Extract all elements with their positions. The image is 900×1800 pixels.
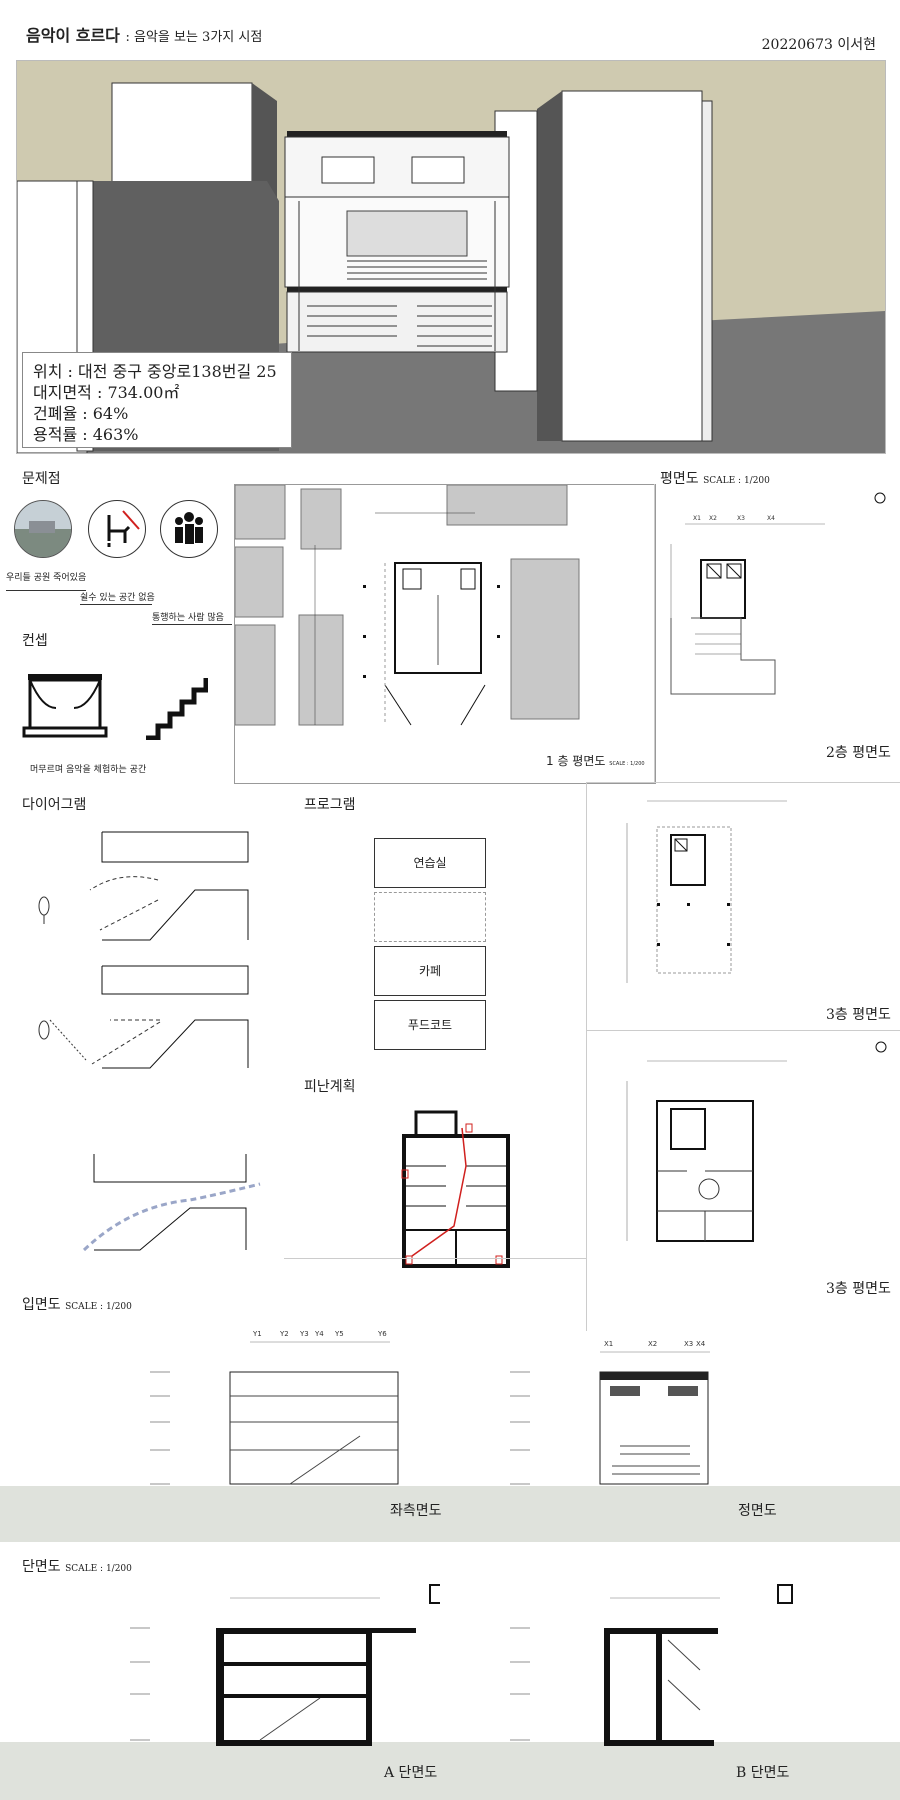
diagram-drawing-3 bbox=[70, 1146, 270, 1270]
axis-left-2: Y2 bbox=[279, 1330, 289, 1338]
problem-divider-3 bbox=[152, 624, 232, 625]
diagram-heading: 다이어그램 bbox=[22, 797, 87, 813]
svg-text:X2: X2 bbox=[709, 515, 717, 522]
program-empty-slot bbox=[374, 892, 486, 942]
left-elevation-label: 좌측면도 bbox=[390, 1503, 442, 1519]
plan-scale: SCALE : 1/200 bbox=[703, 476, 770, 486]
plan-heading: 평면도 SCALE : 1/200 bbox=[660, 468, 770, 488]
svg-text:X1: X1 bbox=[693, 515, 701, 522]
axis-left-3: Y3 bbox=[299, 1330, 309, 1338]
floor1-scale: SCALE : 1/200 bbox=[609, 761, 645, 767]
floor3b-label: 3층 평면도 bbox=[826, 1281, 891, 1297]
elevation-heading: 입면도 SCALE : 1/200 bbox=[22, 1294, 132, 1314]
axis-front-2: X2 bbox=[648, 1340, 657, 1348]
section-heading: 단면도 SCALE : 1/200 bbox=[22, 1556, 132, 1576]
svg-text:X3: X3 bbox=[737, 515, 745, 522]
site-far: 용적률 : 463% bbox=[33, 425, 139, 444]
program-practice-room: 연습실 bbox=[374, 838, 486, 888]
problem-divider-2 bbox=[80, 604, 152, 605]
axis-front-4: X4 bbox=[696, 1340, 706, 1348]
chair-icon bbox=[88, 500, 146, 558]
problem-2: 쉴수 있는 공간 없음 bbox=[80, 593, 155, 603]
concept-heading: 컨셉 bbox=[22, 633, 48, 649]
floor3-plan-a bbox=[586, 771, 900, 1029]
program-cafe: 카페 bbox=[374, 946, 486, 996]
axis-front-1: X1 bbox=[604, 1340, 613, 1348]
section-b-label: B 단면도 bbox=[736, 1765, 790, 1781]
diagram-drawing-2 bbox=[20, 960, 260, 1104]
title-main: 음악이 흐르다 bbox=[26, 26, 120, 45]
floor1-label: 1 층 평면도 SCALE : 1/200 bbox=[546, 752, 645, 769]
title-subtitle: : 음악을 보는 3가지 시점 bbox=[125, 30, 263, 45]
stairs-icon bbox=[144, 676, 209, 744]
problems-heading: 문제점 bbox=[22, 471, 61, 487]
crowd-icon bbox=[160, 500, 218, 558]
section-heading-text: 단면도 bbox=[22, 1559, 61, 1575]
problem-1: 우리들 공원 죽어있음 bbox=[6, 573, 87, 583]
site-info-box: 위치 : 대전 중구 중앙로138번길 25 대지면적 : 734.00㎡ 건폐… bbox=[22, 352, 292, 448]
program-heading: 프로그램 bbox=[304, 797, 356, 813]
page-title: 음악이 흐르다 : 음악을 보는 3가지 시점 bbox=[26, 22, 262, 46]
floor2-plan: X1 X2 X3 X4 bbox=[654, 484, 900, 782]
front-elevation-drawing: X1 X2 X3 X4 bbox=[500, 1326, 730, 1494]
elevation-scale: SCALE : 1/200 bbox=[65, 1302, 132, 1312]
floor1-site-plan bbox=[234, 484, 656, 784]
section-band bbox=[0, 1742, 900, 1800]
section-a-drawing bbox=[120, 1580, 445, 1754]
problem-3: 통행하는 사람 많음 bbox=[152, 613, 224, 623]
student-id: 20220673 이서현 bbox=[761, 37, 876, 53]
section-b-drawing bbox=[500, 1580, 800, 1754]
svg-text:X4: X4 bbox=[767, 515, 775, 522]
park-photo-icon bbox=[14, 500, 72, 558]
left-elevation-drawing: Y1 Y2 Y3 Y4 Y5 Y6 bbox=[140, 1326, 420, 1494]
elevation-band bbox=[0, 1486, 900, 1542]
axis-front-3: X3 bbox=[684, 1340, 693, 1348]
elevation-heading-text: 입면도 bbox=[22, 1297, 61, 1313]
plan-heading-text: 평면도 bbox=[660, 471, 699, 487]
axis-left-5: Y5 bbox=[334, 1330, 344, 1338]
floor2-label: 2층 평면도 bbox=[826, 745, 891, 761]
problem-divider-1 bbox=[6, 590, 86, 591]
evac-divider bbox=[284, 1258, 586, 1259]
site-coverage: 건폐율 : 64% bbox=[33, 404, 129, 423]
axis-left-1: Y1 bbox=[252, 1330, 262, 1338]
section-scale: SCALE : 1/200 bbox=[65, 1564, 132, 1574]
section-a-label: A 단면도 bbox=[384, 1765, 438, 1781]
evac-plan bbox=[396, 1106, 516, 1276]
axis-left-4: Y4 bbox=[314, 1330, 324, 1338]
program-food-court: 푸드코트 bbox=[374, 1000, 486, 1050]
stage-icon bbox=[20, 668, 110, 746]
front-elevation-label: 정면도 bbox=[738, 1503, 777, 1519]
evac-heading: 피난계획 bbox=[304, 1079, 356, 1095]
column-divider bbox=[586, 782, 587, 1330]
floor1-label-text: 1 층 평면도 bbox=[546, 754, 606, 768]
site-area: 대지면적 : 734.00㎡ bbox=[33, 383, 180, 402]
diagram-drawing-1 bbox=[20, 820, 260, 964]
floor3-plan-b bbox=[586, 1030, 900, 1331]
site-location: 위치 : 대전 중구 중앙로138번길 25 bbox=[33, 362, 277, 381]
floor3a-label: 3층 평면도 bbox=[826, 1007, 891, 1023]
axis-left-6: Y6 bbox=[377, 1330, 387, 1338]
concept-caption: 머무르며 음악을 체험하는 공간 bbox=[30, 765, 147, 775]
